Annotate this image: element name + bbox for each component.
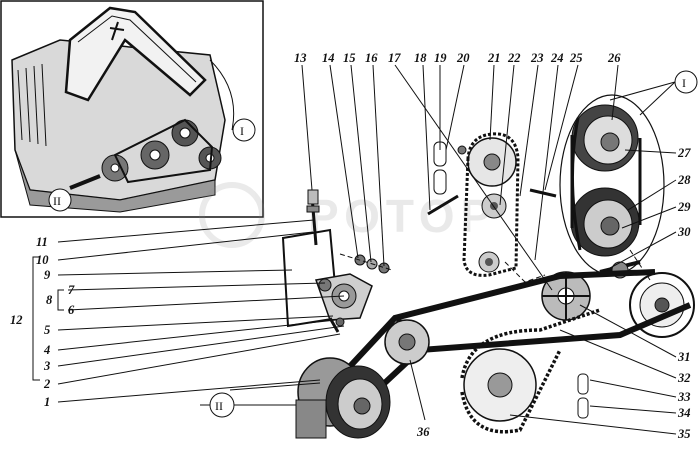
callout-20: 20 — [456, 51, 470, 65]
callout-23: 23 — [530, 51, 544, 65]
callout-34: 34 — [677, 406, 691, 420]
callout-27: 27 — [677, 146, 691, 160]
callout-29: 29 — [677, 200, 691, 214]
callout-13: 13 — [294, 51, 307, 65]
group-brackets — [32, 256, 64, 381]
machine-overview-inset — [0, 0, 264, 218]
view-marker-ii-bottom: II — [215, 399, 223, 413]
callout-36: 36 — [416, 425, 430, 439]
upper-pulley-assembly — [559, 94, 665, 276]
svg-text:РОТОР: РОТОР — [308, 190, 497, 242]
upper-chain-drive — [462, 132, 557, 277]
idler-pulley — [384, 319, 430, 365]
view-marker-ii-inset: II — [53, 194, 61, 208]
callout-35: 35 — [677, 427, 691, 441]
view-markers: I II I II — [48, 70, 698, 418]
callout-21: 21 — [487, 51, 501, 65]
callout-6: 6 — [68, 303, 75, 317]
callout-18: 18 — [414, 51, 427, 65]
callout-32: 32 — [677, 371, 691, 385]
callout-26: 26 — [607, 51, 621, 65]
watermark-logo: РОТОР — [199, 182, 497, 248]
view-marker-i-inset: I — [240, 124, 244, 138]
callout-22: 22 — [507, 51, 521, 65]
callout-2: 2 — [43, 377, 50, 391]
callout-30: 30 — [677, 225, 691, 239]
callout-33: 33 — [677, 390, 691, 404]
callout-31: 31 — [677, 350, 691, 364]
callout-1: 1 — [44, 395, 50, 409]
chain-link-parts-bottom — [577, 373, 589, 419]
callout-5: 5 — [44, 323, 50, 337]
motor-pulley — [295, 357, 391, 439]
callout-labels: 13 14 15 16 17 18 19 20 21 22 23 24 25 2… — [10, 51, 691, 441]
callout-25: 25 — [569, 51, 583, 65]
callout-15: 15 — [343, 51, 356, 65]
callout-12: 12 — [10, 313, 23, 327]
tensioner-plate — [281, 189, 373, 333]
callout-16: 16 — [365, 51, 378, 65]
callout-3: 3 — [43, 359, 50, 373]
leader-lines — [57, 64, 677, 435]
callout-24: 24 — [550, 51, 564, 65]
view-marker-i-right: I — [682, 76, 686, 90]
callout-9: 9 — [44, 268, 51, 282]
callout-11: 11 — [36, 235, 48, 249]
callout-10: 10 — [36, 253, 49, 267]
assembly-axis-lines — [504, 249, 651, 283]
callout-7: 7 — [68, 283, 75, 297]
callout-28: 28 — [677, 173, 691, 187]
callout-14: 14 — [322, 51, 335, 65]
callout-8: 8 — [46, 293, 53, 307]
callout-17: 17 — [388, 51, 401, 65]
callout-19: 19 — [434, 51, 447, 65]
callout-4: 4 — [43, 343, 50, 357]
lower-chain-drive — [460, 308, 601, 434]
